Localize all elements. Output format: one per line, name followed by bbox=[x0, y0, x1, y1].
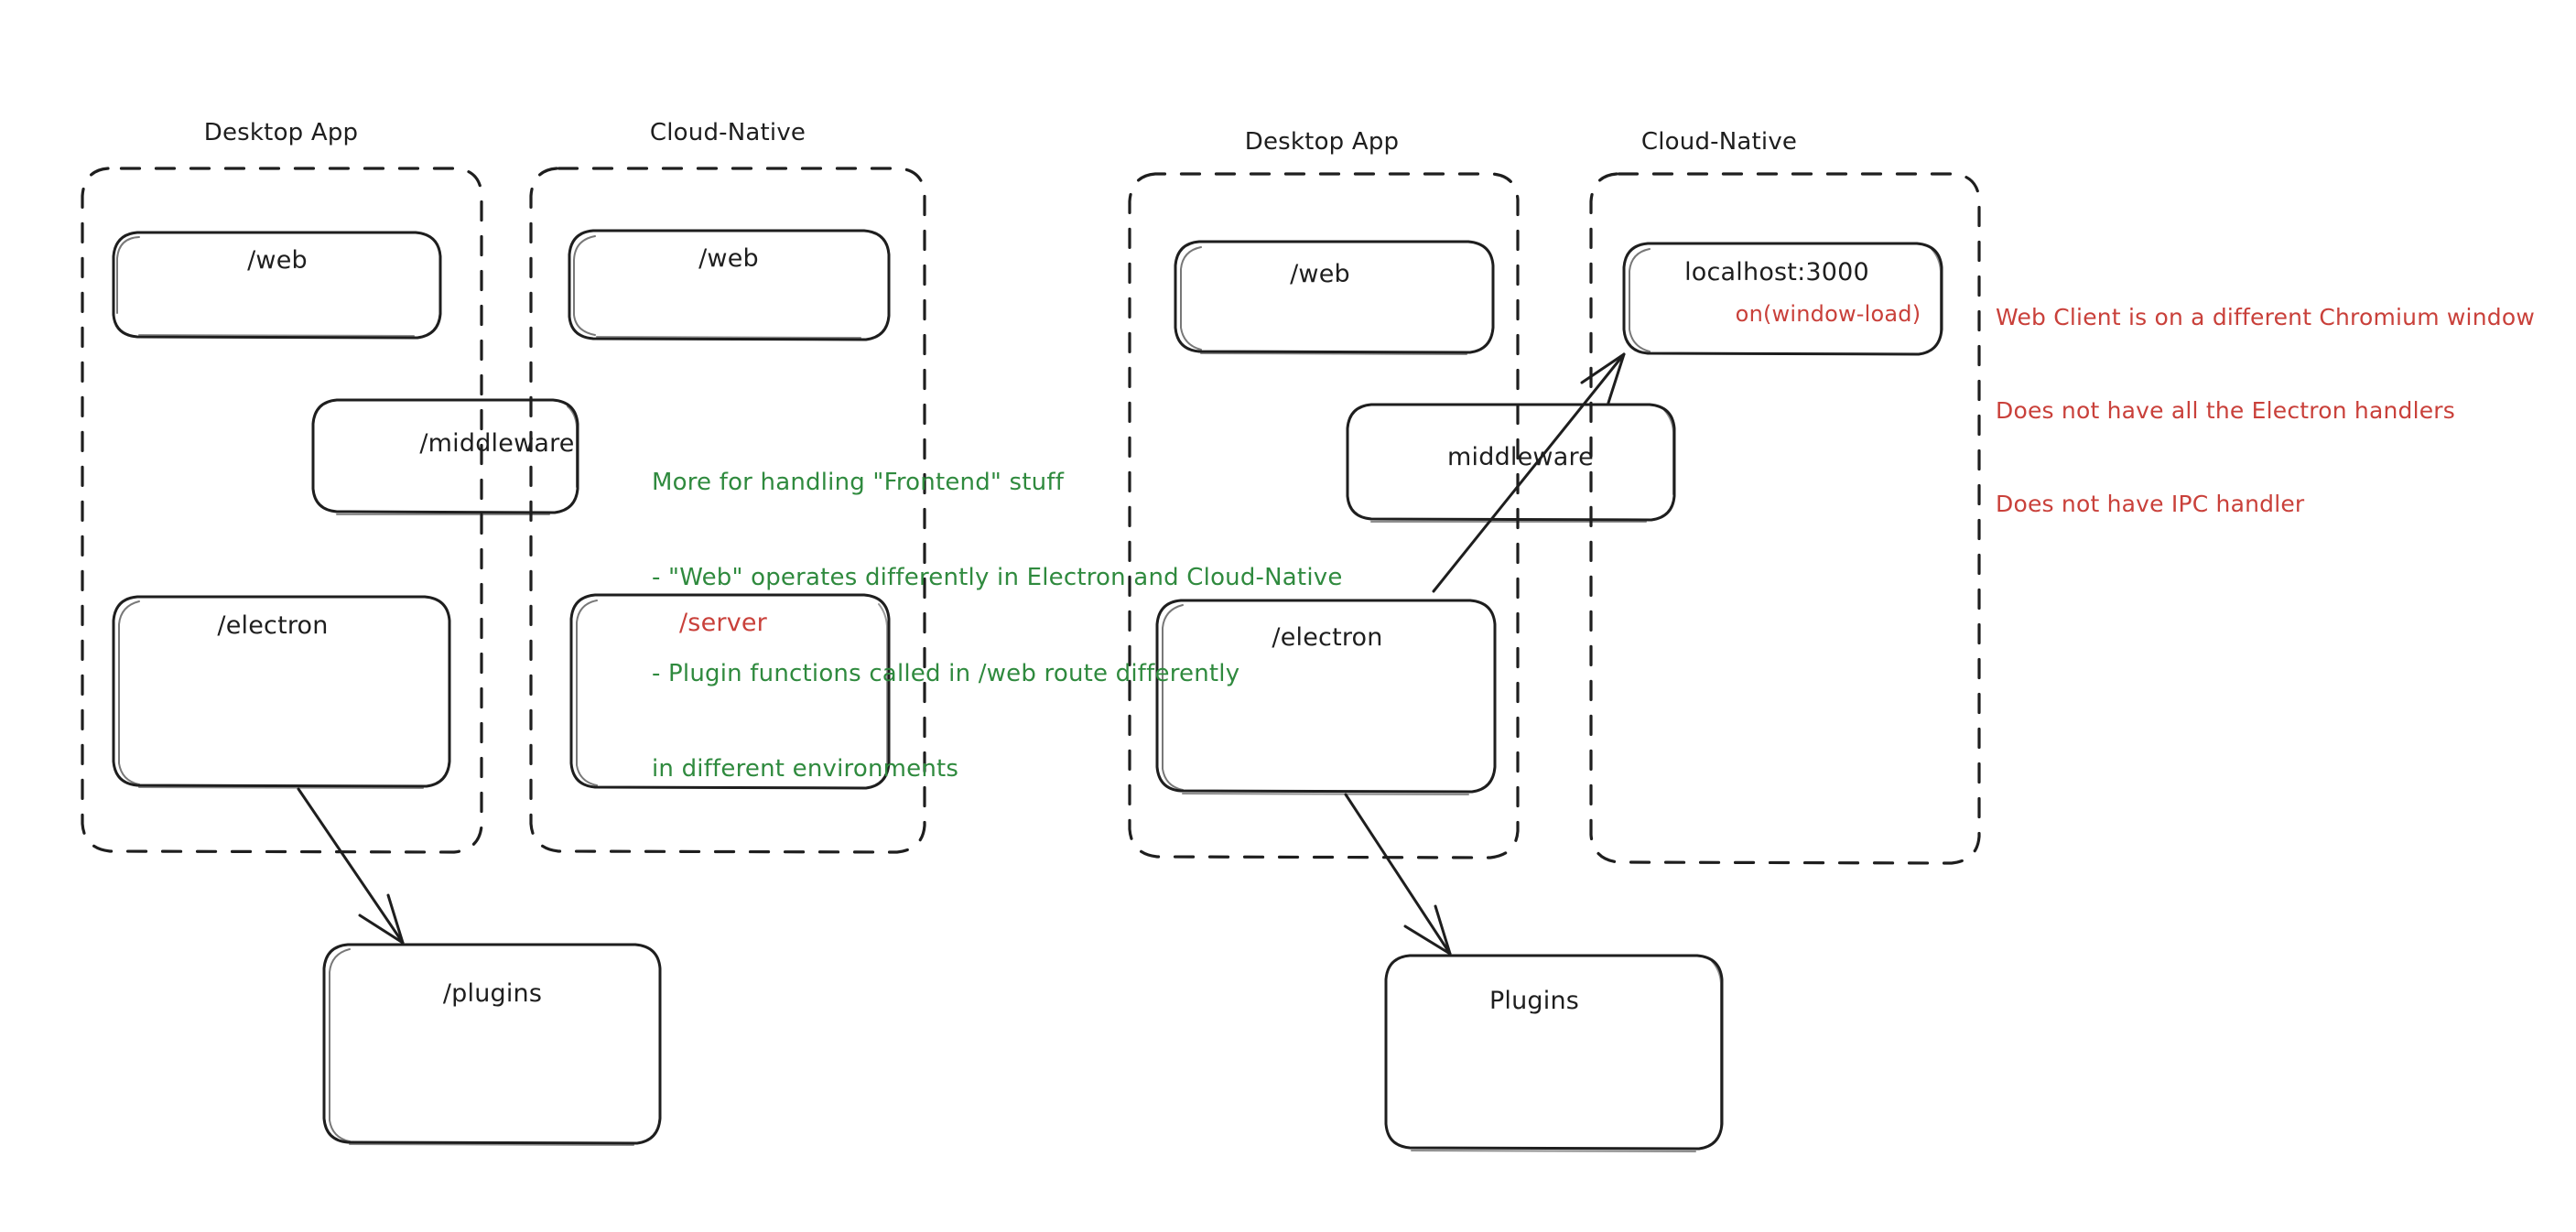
right-electron-shape bbox=[1155, 599, 1497, 795]
node-sublabel-right-localhost-on-window-load: on(window-load) bbox=[1735, 301, 1921, 327]
right-electron-to-localhost-arrow bbox=[1432, 352, 1626, 593]
group-title-right-cloud-native: Cloud-Native bbox=[1640, 128, 1798, 156]
annotation-red-block: Web Client is on a different Chromium wi… bbox=[1996, 240, 2535, 582]
annotation-green-line-1: More for handling "Frontend" stuff bbox=[652, 468, 1065, 496]
right-middleware-shape bbox=[1346, 403, 1676, 523]
node-label-right-electron: /electron bbox=[1272, 623, 1383, 652]
node-label-right-middleware: middleware bbox=[1447, 443, 1594, 471]
node-label-left-desktop-web: /web bbox=[247, 246, 308, 275]
annotation-green-line-3: - Plugin functions called in /web route … bbox=[652, 659, 1240, 687]
group-title-left-cloud-native: Cloud-Native bbox=[649, 119, 806, 146]
right-desktop-app-frame bbox=[1128, 172, 1520, 859]
left-desktop-web-shape bbox=[112, 231, 442, 340]
annotation-green-block: More for handling "Frontend" stuff - "We… bbox=[652, 403, 1343, 849]
left-cloud-native-frame bbox=[529, 167, 926, 854]
left-electron-shape bbox=[112, 595, 451, 789]
node-label-left-middleware: /middleware bbox=[419, 429, 575, 458]
node-label-left-cloud-web: /web bbox=[698, 244, 759, 273]
annotation-red-line-3: Does not have IPC handler bbox=[1996, 491, 2305, 517]
annotation-green-line-4: in different environments bbox=[652, 755, 959, 784]
node-label-left-electron: /electron bbox=[217, 611, 329, 640]
annotation-green-line-2: - "Web" operates differently in Electron… bbox=[652, 564, 1343, 592]
right-electron-to-plugins-arrow bbox=[1344, 793, 1452, 956]
node-label-right-plugins: Plugins bbox=[1488, 987, 1580, 1015]
right-localhost-shape bbox=[1622, 242, 1943, 356]
left-cloud-web-shape bbox=[568, 229, 891, 341]
left-electron-to-plugins-arrow bbox=[297, 787, 405, 945]
group-title-left-desktop-app: Desktop App bbox=[203, 119, 359, 146]
annotation-red-line-1: Web Client is on a different Chromium wi… bbox=[1996, 304, 2535, 330]
node-label-right-localhost: localhost:3000 bbox=[1684, 258, 1869, 286]
node-label-right-desktop-web: /web bbox=[1290, 260, 1350, 288]
annotation-red-line-2: Does not have all the Electron handlers bbox=[1996, 397, 2456, 424]
left-middleware-shape bbox=[311, 398, 579, 515]
node-label-left-server: /server bbox=[679, 609, 767, 637]
left-server-shape bbox=[569, 593, 891, 790]
left-plugins-shape bbox=[322, 943, 662, 1146]
group-title-right-desktop-app: Desktop App bbox=[1244, 128, 1400, 156]
right-desktop-web-shape bbox=[1174, 240, 1495, 355]
right-plugins-shape bbox=[1384, 954, 1724, 1152]
right-cloud-native-frame bbox=[1589, 172, 1981, 865]
node-label-left-plugins: /plugins bbox=[442, 979, 543, 1008]
left-desktop-app-frame bbox=[81, 167, 483, 854]
